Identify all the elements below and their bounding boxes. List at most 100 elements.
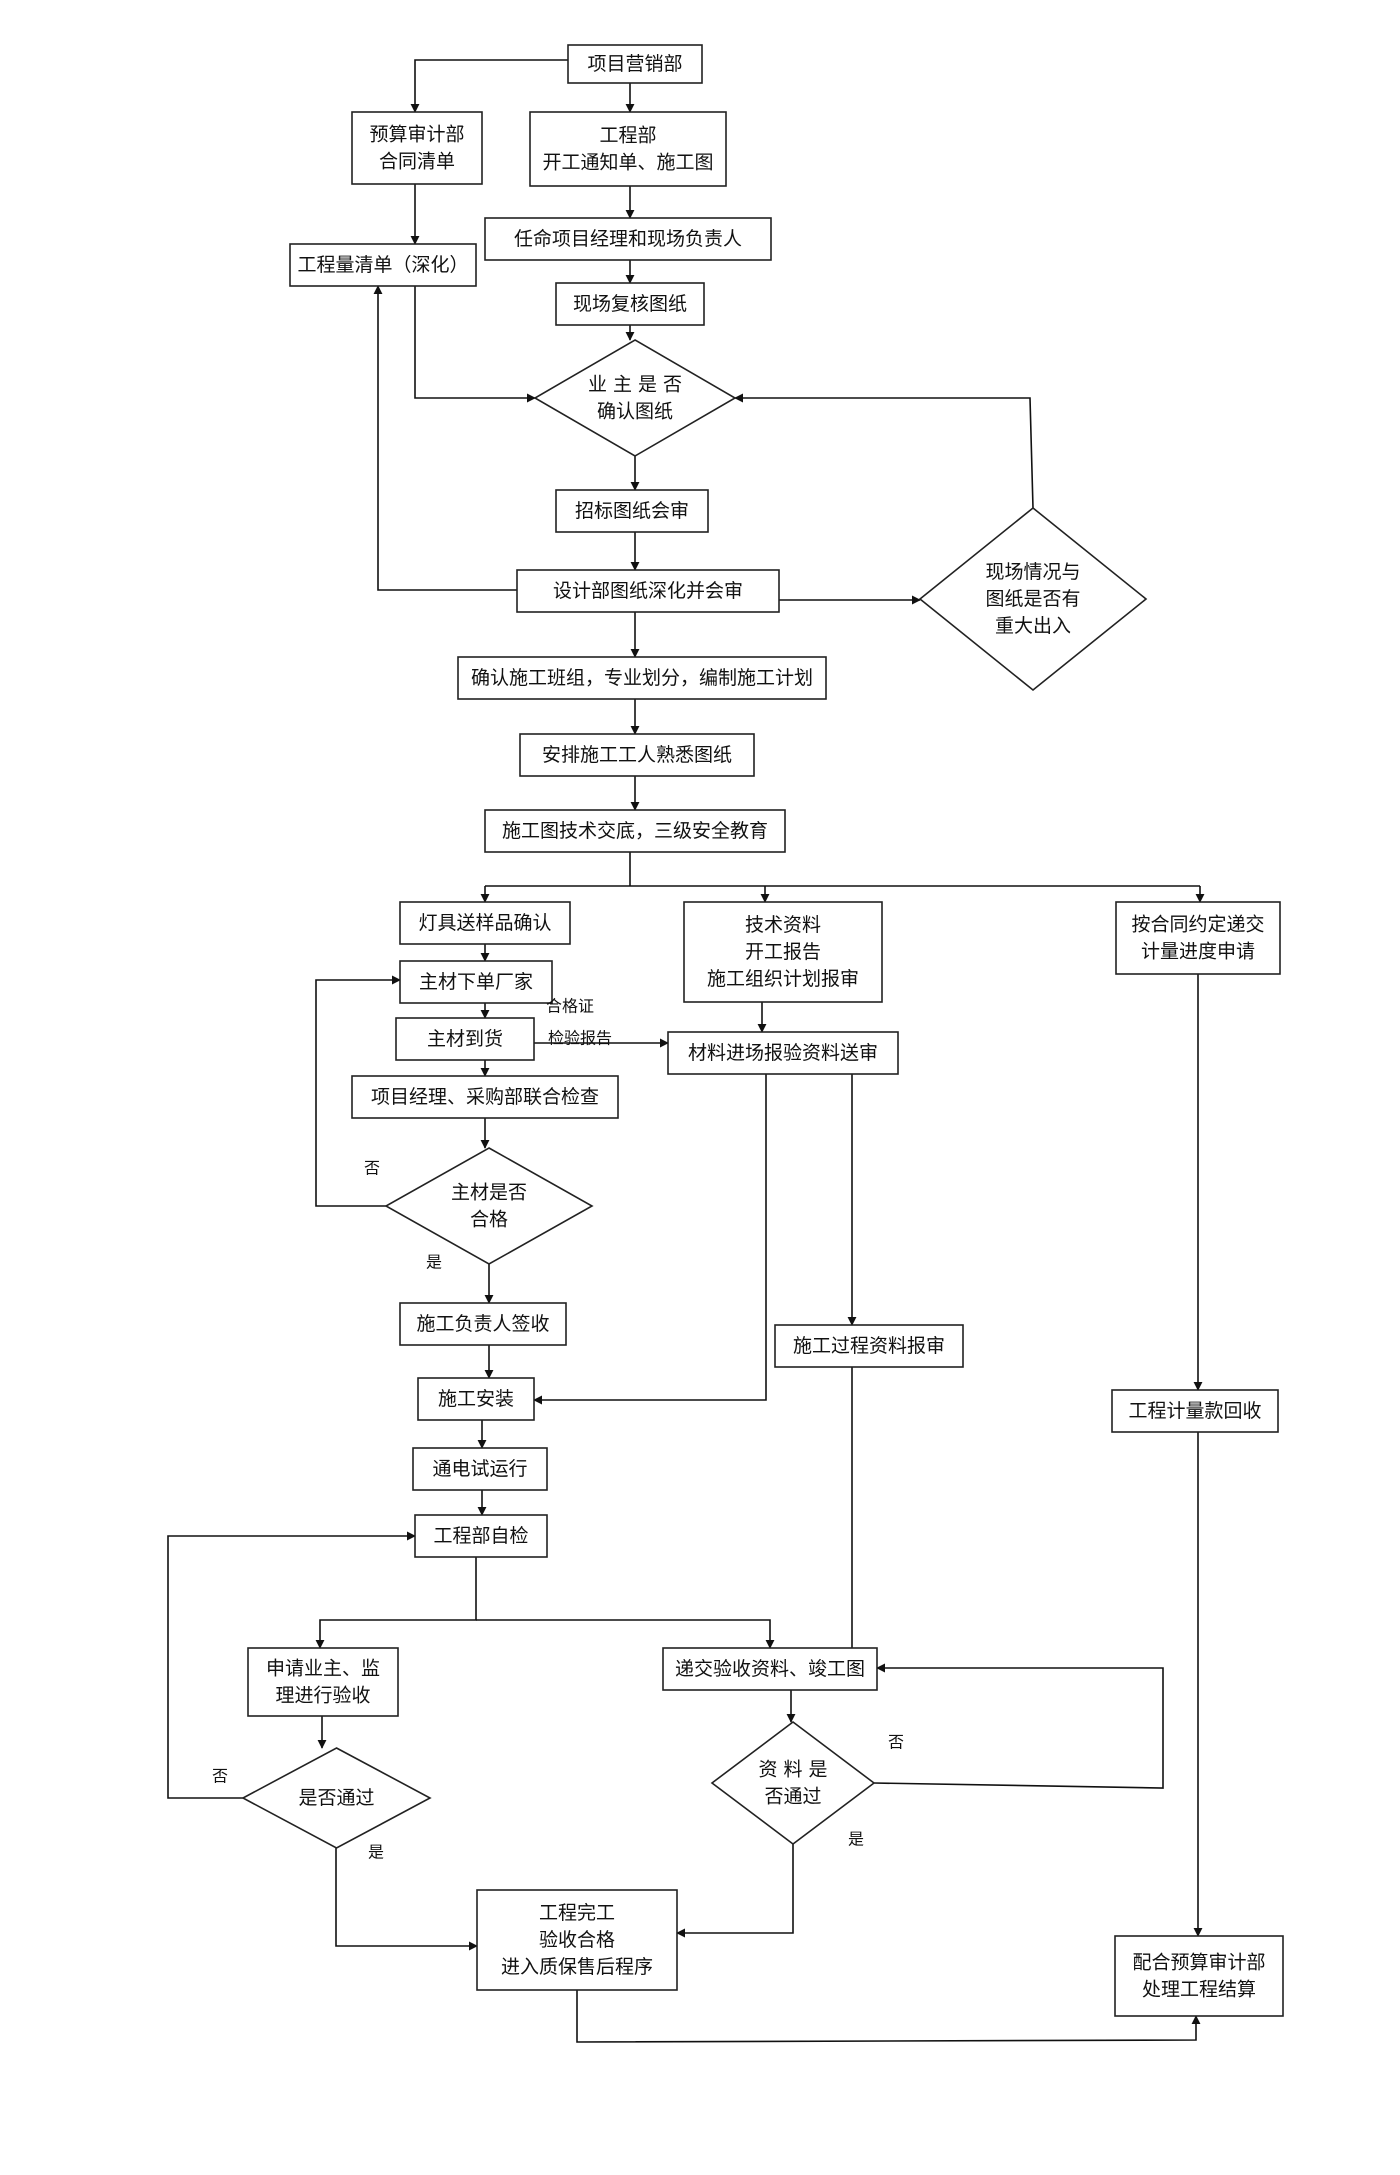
final-settlement-text-line: 配合预算审计部: [1132, 1952, 1265, 1974]
joint-inspection-box: [351, 1075, 619, 1119]
confirm-team-text-line: 确认施工班组，专业划分，编制施工计划: [471, 667, 813, 689]
progress-apply-box: [1115, 901, 1281, 975]
material-qualified-diamond: [384, 1147, 594, 1265]
self-inspection-text-line: 工程部自检: [433, 1525, 528, 1547]
site-discrepancy-text-line: 重大出入: [995, 615, 1071, 637]
connector-line: [167, 1531, 416, 1799]
material-doc-submit-box: [667, 1031, 899, 1075]
yes-pass-label: 是: [368, 1843, 384, 1862]
arrange-workers-text-line: 安排施工工人熟悉图纸: [542, 744, 732, 766]
yes-material-label: 是: [426, 1253, 442, 1272]
site-lead-sign-node: 施工负责人签收: [399, 1302, 567, 1346]
connector-line: [410, 59, 568, 113]
power-test-node: 通电试运行: [412, 1447, 548, 1491]
final-settlement-box: [1114, 1935, 1284, 2017]
site-lead-sign-text-line: 施工负责人签收: [416, 1313, 549, 1335]
review-drawings-box: [555, 282, 705, 326]
no-docs-label: 否: [888, 1733, 904, 1752]
lamp-sample-text-line: 灯具送样品确认: [418, 912, 551, 934]
no-pass-label: 否: [212, 1767, 228, 1786]
site-discrepancy-text-line: 图纸是否有: [985, 588, 1080, 610]
site-discrepancy-diamond: [918, 506, 1148, 692]
tech-briefing-box: [484, 809, 786, 853]
submit-completion-docs-node: 递交验收资料、竣工图: [662, 1647, 878, 1691]
confirm-team-box: [457, 656, 827, 700]
certificate-label: 合格证: [546, 997, 594, 1016]
material-arrival-box: [395, 1017, 535, 1061]
order-material-box: [399, 960, 553, 1004]
payment-recovery-node: 工程计量款回收: [1111, 1389, 1279, 1433]
project-complete-text-line: 验收合格: [539, 1929, 615, 1951]
connector-line: [335, 1848, 478, 1951]
budget-contract-text-line: 合同清单: [379, 151, 455, 173]
progress-apply-text-line: 按合同约定递交: [1131, 914, 1264, 936]
construction-install-box: [417, 1377, 535, 1421]
connector-line: [873, 1663, 1164, 1789]
process-docs-node: 施工过程资料报审: [774, 1324, 964, 1368]
owner-confirm-text-line: 业 主 是 否: [588, 374, 682, 396]
tech-docs-text-line: 施工组织计划报审: [707, 968, 859, 990]
arrange-workers-box: [519, 733, 755, 777]
process-docs-text-line: 施工过程资料报审: [793, 1335, 945, 1357]
connector-line: [414, 286, 536, 403]
connector-line: [315, 1557, 477, 1649]
lamp-sample-node: 灯具送样品确认: [399, 901, 571, 945]
connector-line: [676, 1844, 794, 1938]
appoint-manager-node: 任命项目经理和现场负责人: [484, 217, 772, 261]
docs-pass-check-diamond: [710, 1720, 876, 1846]
power-test-text-line: 通电试运行: [432, 1458, 527, 1480]
tech-docs-text-line: 开工报告: [745, 941, 821, 963]
material-arrival-node: 主材到货: [395, 1017, 535, 1061]
material-doc-submit-text-line: 材料进场报验资料送审: [688, 1042, 878, 1064]
project-complete-text-line: 工程完工: [539, 1902, 615, 1924]
progress-apply-text-line: 计量进度申请: [1141, 941, 1255, 963]
no-material-label: 否: [364, 1159, 380, 1178]
order-material-text-line: 主材下单厂家: [419, 971, 533, 993]
material-qualified-text-line: 合格: [470, 1209, 508, 1231]
docs-pass-check-text-line: 否通过: [764, 1786, 821, 1808]
tender-review-text-line: 招标图纸会审: [575, 500, 689, 522]
connector-line: [315, 975, 401, 1207]
self-inspection-node: 工程部自检: [414, 1514, 548, 1558]
tech-briefing-text-line: 施工图技术交底，三级安全教育: [502, 820, 768, 842]
engineering-dept-text-line: 工程部: [599, 125, 656, 147]
bill-quantities-text-line: 工程量清单（深化）: [297, 254, 468, 276]
apply-acceptance-text-line: 理进行验收: [275, 1685, 370, 1707]
connector-line: [533, 1074, 767, 1405]
payment-recovery-box: [1111, 1389, 1279, 1433]
project-complete-box: [476, 1889, 678, 1991]
project-complete-text-line: 进入质保售后程序: [501, 1956, 653, 1978]
review-drawings-node: 现场复核图纸: [555, 282, 705, 326]
pass-check-node: 是否通过: [241, 1747, 432, 1849]
apply-acceptance-box: [247, 1647, 399, 1717]
connector-line: [576, 1990, 1201, 2043]
design-deepen-box: [516, 569, 780, 613]
confirm-team-node: 确认施工班组，专业划分，编制施工计划: [457, 656, 827, 700]
connector-line: [734, 393, 1034, 509]
budget-contract-text-line: 预算审计部: [369, 124, 464, 146]
pass-check-text-line: 是否通过: [298, 1787, 374, 1809]
power-test-box: [412, 1447, 548, 1491]
owner-confirm-diamond: [533, 339, 737, 457]
review-drawings-text-line: 现场复核图纸: [573, 293, 687, 315]
arrange-workers-node: 安排施工工人熟悉图纸: [519, 733, 755, 777]
material-doc-submit-node: 材料进场报验资料送审: [667, 1031, 899, 1075]
docs-pass-check-text-line: 资 料 是: [758, 1759, 827, 1781]
tender-review-box: [555, 489, 709, 533]
budget-contract-box: [351, 111, 483, 185]
connector-line: [373, 285, 517, 591]
marketing-box: [567, 44, 703, 84]
pass-check-diamond: [241, 1747, 432, 1849]
joint-inspection-node: 项目经理、采购部联合检查: [351, 1075, 619, 1119]
design-deepen-text-line: 设计部图纸深化并会审: [553, 580, 743, 602]
